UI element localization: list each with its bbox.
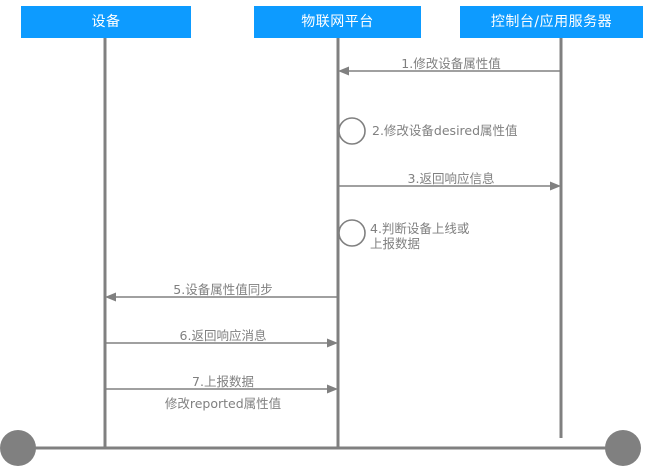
message-label-1: 1.修改设备属性值 bbox=[401, 56, 501, 71]
message-arrow-1 bbox=[338, 66, 561, 76]
participant-box-server[interactable]: 控制台/应用服务器 bbox=[460, 6, 643, 38]
message-label-2: 2.修改设备desired属性值 bbox=[372, 123, 518, 138]
endpoint-circle-left bbox=[0, 430, 36, 466]
message-arrow-3 bbox=[338, 181, 561, 191]
participant-label-platform: 物联网平台 bbox=[301, 14, 374, 30]
participant-box-platform[interactable]: 物联网平台 bbox=[254, 6, 421, 38]
message-label-5: 5.设备属性值同步 bbox=[173, 282, 273, 297]
message-label-7-above: 7.上报数据 bbox=[192, 374, 254, 389]
message-arrow-6 bbox=[105, 338, 338, 348]
message-label-6: 6.返回响应消息 bbox=[179, 328, 267, 343]
endpoint-circle-right bbox=[605, 430, 641, 466]
message-label-7-below: 修改reported属性值 bbox=[164, 396, 282, 411]
message-label-4-line1: 4.判断设备上线或 bbox=[370, 221, 470, 236]
message-label-4: 4.判断设备上线或 上报数据 bbox=[370, 221, 469, 251]
message-selfloop-2 bbox=[338, 117, 366, 145]
participant-label-server: 控制台/应用服务器 bbox=[490, 14, 613, 30]
message-label-4-line2: 上报数据 bbox=[370, 236, 421, 251]
message-arrow-7 bbox=[105, 384, 338, 394]
participant-label-device: 设备 bbox=[91, 14, 121, 30]
message-selfloop-4 bbox=[338, 219, 366, 247]
message-arrow-5 bbox=[105, 292, 338, 302]
participant-box-device[interactable]: 设备 bbox=[21, 6, 191, 38]
message-label-3: 3.返回响应信息 bbox=[407, 171, 495, 186]
